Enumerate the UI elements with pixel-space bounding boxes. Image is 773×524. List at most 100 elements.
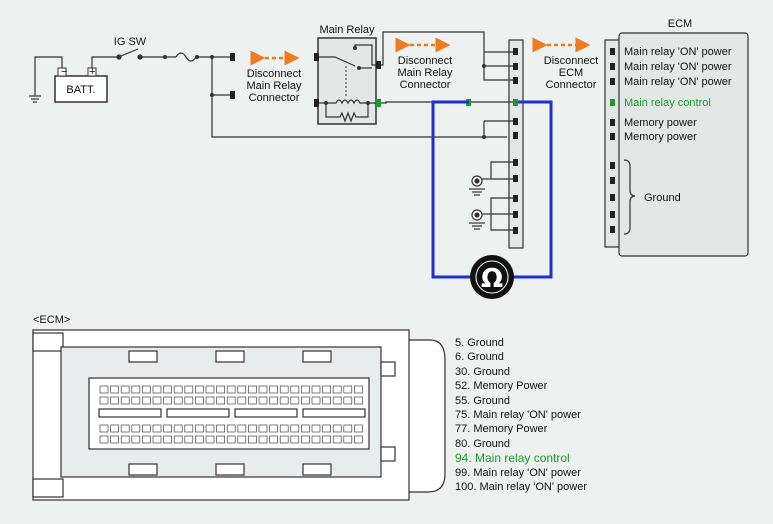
pin-cavity xyxy=(99,385,109,394)
pin-cavity xyxy=(195,385,204,394)
harness-connector xyxy=(508,39,524,249)
ecm-ground-label: Ground xyxy=(644,192,681,204)
ground-icon xyxy=(29,95,41,103)
pin-cavity xyxy=(269,424,278,433)
pin-cavity xyxy=(354,385,363,394)
pin-cavity xyxy=(301,424,310,433)
pin-cavity xyxy=(195,424,204,433)
pin-cavity xyxy=(205,424,215,433)
legend-item: 100. Main relay 'ON' power xyxy=(455,481,587,494)
pin-cavity xyxy=(279,385,289,394)
pin-cavity xyxy=(279,435,289,444)
pin-cavity xyxy=(163,396,172,405)
pin-cavity xyxy=(290,424,300,433)
legend-item: 55. Ground xyxy=(455,394,511,407)
pin-cavity xyxy=(258,396,268,405)
ecm-pin-1: Main relay 'ON' power xyxy=(624,46,732,58)
legend-item: 30. Ground xyxy=(455,365,511,378)
pin-cavity xyxy=(237,424,247,433)
pin-cavity xyxy=(131,385,141,394)
ground-eyelets xyxy=(469,161,513,231)
pin-cavity xyxy=(332,385,342,394)
pin-cavity xyxy=(258,424,268,433)
pin-cavity xyxy=(248,424,257,433)
pin-cavity xyxy=(163,435,172,444)
pin-cavity xyxy=(120,385,130,394)
pin-cavity xyxy=(120,424,130,433)
legend-item: 6. Ground xyxy=(455,351,504,364)
disconnect-relay-1-l3: Connector xyxy=(249,92,300,104)
disconnect-ecm-l3: Connector xyxy=(546,79,597,91)
ohm-icon: Ω xyxy=(481,264,503,294)
pin-cavity xyxy=(332,424,342,433)
legend-item: 75. Main relay 'ON' power xyxy=(455,409,581,422)
disconnect-relay-2-l1: Disconnect xyxy=(398,55,452,67)
pin-cavity xyxy=(142,424,151,433)
pin-cavity xyxy=(184,396,194,405)
ecm-pin-grid xyxy=(99,385,363,444)
pin-cavity xyxy=(258,385,268,394)
pin-cavity xyxy=(269,435,278,444)
pin-cavity xyxy=(152,385,162,394)
pin-cavity xyxy=(301,435,310,444)
ecm-section-label: <ECM> xyxy=(33,314,70,326)
pin-cavity xyxy=(131,435,141,444)
pin-cavity xyxy=(343,435,353,444)
pin-cavity xyxy=(216,396,225,405)
disconnect-relay-1-l2: Main Relay xyxy=(246,80,302,92)
pin-cavity xyxy=(343,396,353,405)
pin-cavity xyxy=(354,435,363,444)
pin-cavity xyxy=(120,435,130,444)
pin-cavity xyxy=(142,385,151,394)
ecm-pin-2: Main relay 'ON' power xyxy=(624,61,732,73)
pin-cavity xyxy=(131,424,141,433)
ig-switch xyxy=(116,48,143,60)
pin-cavity xyxy=(205,396,215,405)
pin-cavity xyxy=(184,424,194,433)
ecm-module xyxy=(604,32,749,257)
pin-cavity xyxy=(248,435,257,444)
battery: − + BATT. xyxy=(54,66,108,103)
pin-cavity xyxy=(311,396,321,405)
pin-cavity xyxy=(163,385,172,394)
ecm-title: ECM xyxy=(668,18,692,30)
pin-cavity xyxy=(216,435,225,444)
pin-cavity xyxy=(226,424,236,433)
pin-cavity xyxy=(110,424,119,433)
pin-cavity xyxy=(152,424,162,433)
pin-cavity xyxy=(279,396,289,405)
pin-cavity xyxy=(110,385,119,394)
pin-cavity xyxy=(131,396,141,405)
pin-cavity xyxy=(173,385,183,394)
pin-cavity xyxy=(354,396,363,405)
pin-cavity xyxy=(226,385,236,394)
pin-cavity xyxy=(163,424,172,433)
pin-cavity xyxy=(195,435,204,444)
pin-cavity xyxy=(99,424,109,433)
pin-cavity xyxy=(258,435,268,444)
pin-cavity xyxy=(173,396,183,405)
legend-item: 99. Main relay 'ON' power xyxy=(455,466,581,479)
pin-cavity xyxy=(237,435,247,444)
pin-cavity xyxy=(226,435,236,444)
ecm-connector-drawing xyxy=(32,329,446,501)
legend-item: 94. Main relay control xyxy=(455,451,570,466)
ohmmeter-circuit: Ω xyxy=(431,100,553,299)
pin-cavity xyxy=(322,396,331,405)
pin-cavity xyxy=(269,396,278,405)
pin-cavity xyxy=(322,435,331,444)
ecm-pin-3: Main relay 'ON' power xyxy=(624,76,732,88)
pin-cavity xyxy=(311,435,321,444)
pin-cavity xyxy=(332,396,342,405)
pin-cavity xyxy=(290,396,300,405)
pin-cavity xyxy=(195,396,204,405)
pin-cavity xyxy=(343,424,353,433)
ig-switch-label: IG SW xyxy=(114,36,147,48)
disconnect-ecm-l2: ECM xyxy=(559,67,583,79)
pin-cavity xyxy=(184,435,194,444)
pin-cavity xyxy=(120,396,130,405)
legend-item: 77. Memory Power xyxy=(455,423,548,436)
pin-cavity xyxy=(152,396,162,405)
